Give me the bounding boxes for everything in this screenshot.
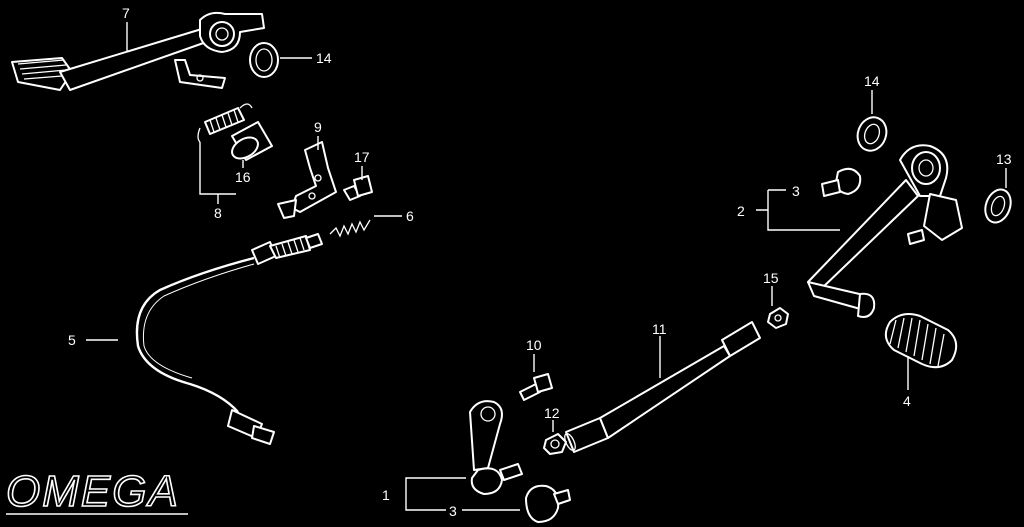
nut-15 [767,307,789,329]
callout-11: 11 [652,321,667,337]
callout-15: 15 [763,270,779,286]
callout-10: 10 [526,337,542,353]
return-spring [197,103,253,143]
bolt-10 [519,373,553,401]
oil-seal-13 [984,188,1012,224]
pedal-rubber-4 [884,313,958,369]
callout-3-upper: 3 [792,183,800,199]
callout-7: 7 [122,5,130,21]
callout-9: 9 [314,119,322,135]
collar-16 [231,121,273,161]
callout-6: 6 [406,208,414,224]
callout-8: 8 [214,205,222,221]
callout-13: 13 [996,151,1012,167]
callout-17: 17 [354,149,370,165]
callout-4: 4 [903,393,911,409]
gearshift-pedal [807,144,963,318]
callout-3-lower: 3 [449,503,457,519]
leader-2 [756,190,840,231]
callout-14-right: 14 [864,73,880,89]
joint-3-lower [525,484,571,523]
switch-spring [329,219,371,238]
stop-switch [135,233,323,445]
gearshift-arm [469,400,523,495]
nut-12 [543,433,567,455]
joint-3-upper [821,167,862,197]
callout-2: 2 [737,203,745,219]
brand-logo: OMEGA [6,467,180,516]
callout-12: 12 [544,405,560,421]
leader-1 [405,477,466,511]
callout-16: 16 [235,169,251,185]
callout-1: 1 [382,487,390,503]
brake-pedal [11,11,265,91]
leader-8 [199,142,236,204]
bolt-17 [343,175,373,201]
switch-bracket [277,141,337,219]
washer-14-top [249,42,279,78]
callout-14-top: 14 [316,50,332,66]
tie-rod [564,321,761,453]
washer-14-right [856,116,888,152]
callout-5: 5 [68,332,76,348]
